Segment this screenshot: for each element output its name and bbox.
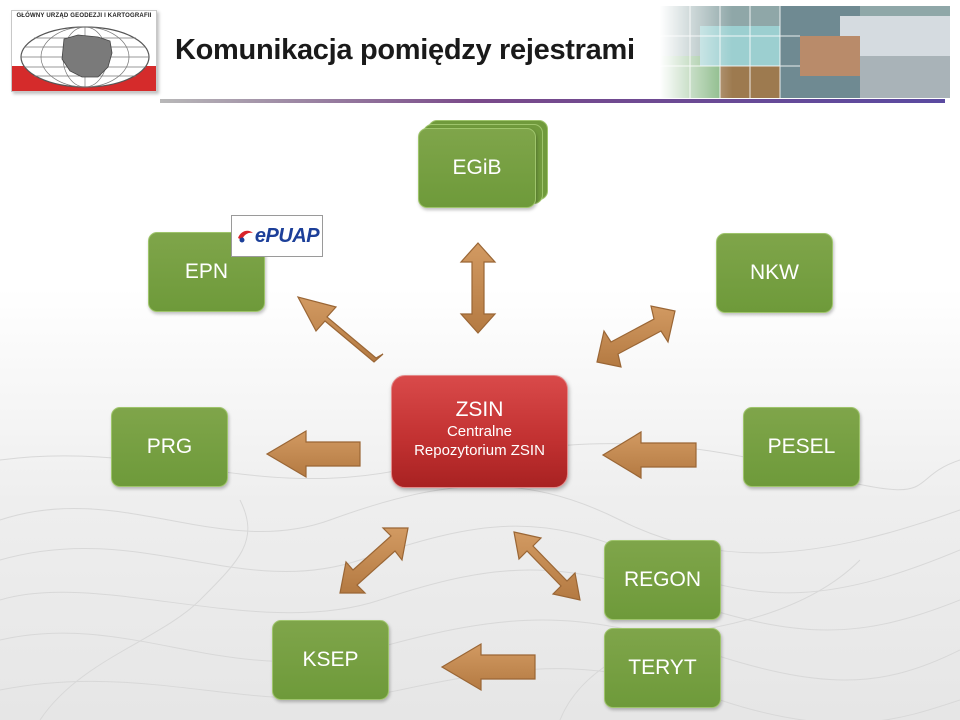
arrow-pesel-zsin [601,430,697,480]
arrow-egib-zsin [459,242,497,334]
gugik-logo: GŁÓWNY URZĄD GEODEZJI I KARTOGRAFII [11,10,157,92]
arrow-zsin-epn [296,296,384,363]
node-zsin-center: ZSIN Centralne Repozytorium ZSIN [391,375,568,488]
arrow-zsin-regon [513,531,581,601]
arrow-zsin-prg [265,429,361,479]
zsin-title: ZSIN [455,398,504,421]
arrow-ksep-zsin [339,527,409,594]
node-regon: REGON [604,540,721,620]
node-pesel-label: PESEL [767,435,836,458]
node-regon-label: REGON [623,568,701,591]
node-nkw: NKW [716,233,833,313]
node-ksep: KSEP [272,620,389,700]
logo-text: GŁÓWNY URZĄD GEODEZJI I KARTOGRAFII [16,13,152,19]
zsin-subtitle-line2: Repozytorium ZSIN [414,442,545,459]
page-title: Komunikacja pomiędzy rejestrami [175,34,635,66]
globe-map-icon [12,26,156,91]
epuap-badge: ePUAP [231,215,323,257]
satellite-map-banner [660,6,950,98]
node-prg: PRG [111,407,228,487]
zsin-subtitle-line1: Centralne [446,423,513,440]
node-ksep-label: KSEP [302,648,359,671]
node-teryt-label: TERYT [628,656,697,679]
node-prg-label: PRG [146,435,193,458]
node-epn-label: EPN [184,260,229,283]
node-egib: EGiB [418,128,536,208]
node-egib-label: EGiB [452,156,502,179]
title-underline [160,99,945,103]
arrow-teryt-ksep [440,642,536,692]
node-nkw-label: NKW [750,261,799,284]
node-teryt: TERYT [604,628,721,708]
arrow-nkw-zsin [596,305,676,368]
epuap-swoosh-icon [237,230,253,243]
epuap-wordmark: ePUAP [254,224,320,247]
node-pesel: PESEL [743,407,860,487]
